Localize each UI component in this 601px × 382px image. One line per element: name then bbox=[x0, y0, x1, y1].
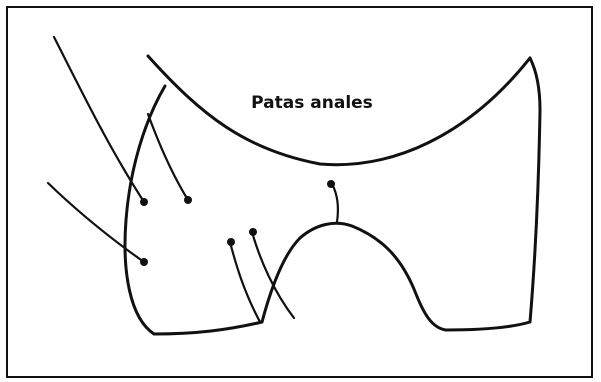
pointer-dot-5 bbox=[249, 228, 257, 236]
pointer-dot-4 bbox=[227, 238, 235, 246]
pointer-dot-2 bbox=[184, 196, 192, 204]
center-seta-dot bbox=[327, 180, 335, 188]
pointer-dot-3 bbox=[140, 258, 148, 266]
figure-frame bbox=[7, 7, 592, 377]
pointer-dot-1 bbox=[140, 198, 148, 206]
diagram-title: Patas anales bbox=[251, 93, 373, 113]
